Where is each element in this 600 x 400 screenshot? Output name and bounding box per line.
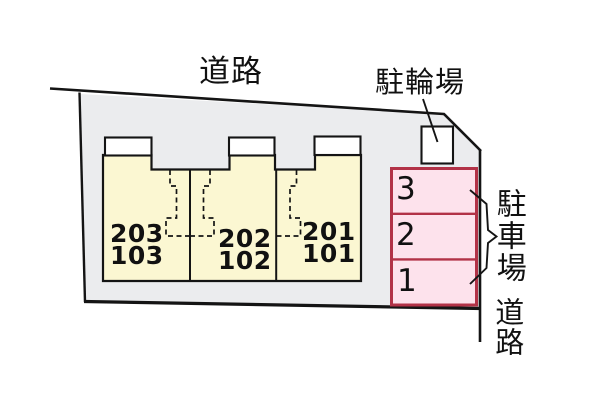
boundary-corner-cut	[442, 112, 482, 152]
unit-numbers-203-103: 203 103	[110, 219, 164, 270]
unit-upper-number: 202	[218, 224, 272, 253]
parking-space-number-3: 3	[396, 171, 416, 207]
unit-numbers-202-102: 202 102	[218, 224, 272, 275]
stair-path-unit-202	[190, 170, 215, 237]
boundary-top	[49, 87, 445, 116]
parking-label-brace	[469, 189, 499, 285]
bicycle-label-pointer-line	[422, 98, 439, 143]
unit-lower-number: 101	[302, 238, 356, 268]
balcony-unit-203	[103, 136, 153, 157]
unit-lower-number: 102	[218, 245, 272, 275]
stair-path-unit-201	[276, 170, 302, 237]
unit-lower-number: 103	[110, 240, 164, 270]
parking-area	[390, 167, 478, 307]
unit-numbers-201-101: 201 101	[302, 217, 356, 268]
balcony-unit-201	[313, 135, 362, 157]
stair-path-unit-203	[165, 170, 190, 237]
bicycle-parking-box	[420, 125, 455, 165]
road-label-right: 道路	[490, 297, 525, 357]
balcony-unit-202	[227, 136, 276, 157]
parking-space-number-2: 2	[396, 217, 416, 253]
unit-upper-number: 203	[110, 219, 164, 248]
road-label-top: 道路	[199, 54, 263, 90]
boundary-left	[78, 92, 87, 303]
parking-space-number-1: 1	[397, 263, 417, 299]
car-parking-label: 駐車場	[490, 188, 526, 284]
bicycle-parking-label: 駐輪場	[375, 65, 466, 99]
unit-upper-number: 201	[302, 217, 356, 246]
boundary-bottom	[83, 299, 481, 311]
